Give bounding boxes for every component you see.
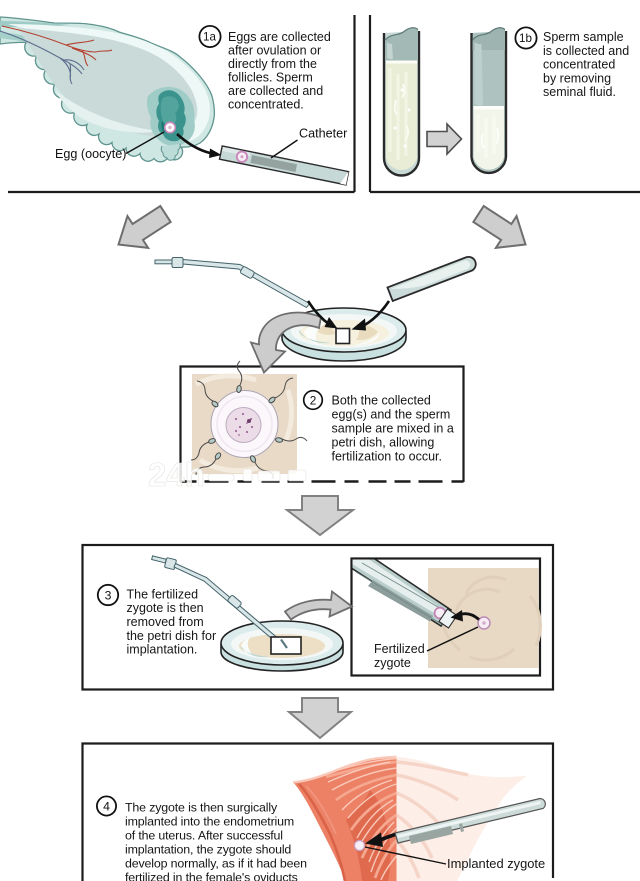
svg-text:egg(s) and the sperm: egg(s) and the sperm bbox=[332, 407, 451, 421]
svg-text:by removing: by removing bbox=[543, 71, 611, 85]
svg-text:2: 2 bbox=[310, 393, 317, 407]
svg-text:concentrated: concentrated bbox=[543, 58, 615, 72]
svg-text:Sperm sample: Sperm sample bbox=[543, 30, 624, 44]
svg-text:Fertilized: Fertilized bbox=[374, 642, 425, 656]
svg-text:1b: 1b bbox=[519, 32, 532, 45]
svg-text:zygote is then: zygote is then bbox=[127, 601, 204, 615]
svg-text:implantation, the zygote shoul: implantation, the zygote should bbox=[125, 842, 291, 856]
svg-text:implantation.: implantation. bbox=[127, 643, 198, 657]
svg-text:4: 4 bbox=[103, 799, 110, 813]
svg-text:of the uterus. After successfu: of the uterus. After successful bbox=[125, 828, 283, 842]
svg-text:directly from the: directly from the bbox=[228, 57, 317, 71]
svg-text:3: 3 bbox=[105, 588, 112, 602]
svg-text:concentrated.: concentrated. bbox=[228, 98, 304, 112]
svg-text:Catheter: Catheter bbox=[299, 127, 347, 141]
svg-text:24h: 24h bbox=[148, 456, 205, 493]
svg-text:are collected and: are collected and bbox=[228, 84, 323, 98]
svg-text:zygote: zygote bbox=[374, 656, 411, 670]
svg-text:develop normally, as if it had: develop normally, as if it had been bbox=[125, 856, 307, 870]
svg-text:after ovulation or: after ovulation or bbox=[228, 44, 321, 58]
svg-text:The fertilized: The fertilized bbox=[127, 587, 199, 601]
svg-text:implanted into the endometrium: implanted into the endometrium bbox=[125, 814, 294, 828]
svg-text:sample are mixed in a: sample are mixed in a bbox=[332, 421, 454, 435]
svg-text:is collected and: is collected and bbox=[543, 44, 629, 58]
svg-text:Egg (oocyte): Egg (oocyte) bbox=[55, 147, 126, 161]
svg-text:fertilized in the female's ovi: fertilized in the female's oviducts bbox=[125, 870, 298, 881]
svg-text:Both the collected: Both the collected bbox=[332, 393, 431, 407]
svg-text:removed from: removed from bbox=[127, 615, 204, 629]
svg-text:Implanted zygote: Implanted zygote bbox=[447, 856, 545, 871]
svg-text:1a: 1a bbox=[203, 31, 216, 44]
svg-text:The zygote is then surgically: The zygote is then surgically bbox=[125, 800, 278, 814]
svg-text:Eggs are collected: Eggs are collected bbox=[228, 30, 331, 44]
svg-text:seminal fluid.: seminal fluid. bbox=[543, 85, 616, 99]
svg-text:follicles. Sperm: follicles. Sperm bbox=[228, 71, 313, 85]
svg-text:the petri dish for: the petri dish for bbox=[127, 629, 217, 643]
svg-text:petri dish, allowing: petri dish, allowing bbox=[332, 435, 435, 449]
svg-text:fertilization to occur.: fertilization to occur. bbox=[332, 449, 442, 463]
